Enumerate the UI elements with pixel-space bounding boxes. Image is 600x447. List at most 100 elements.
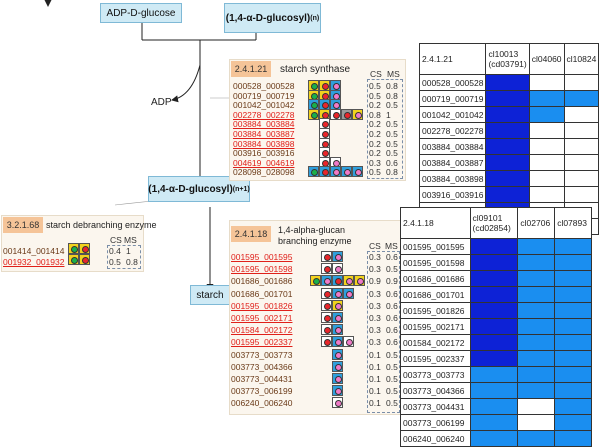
table-domain-cell <box>485 170 530 187</box>
gene-id: 001686_001686 <box>231 276 293 287</box>
gene-id[interactable]: 001595_002171 <box>231 313 293 323</box>
domain-cell <box>332 275 343 287</box>
table-row: 003884_003884 <box>418 138 600 155</box>
gene-id[interactable]: 003884_003887 <box>233 129 295 139</box>
table-row: 003773_003773 <box>400 366 592 383</box>
table-header-domain-3: cl10824 <box>563 43 600 75</box>
table-domain-cell <box>554 318 592 335</box>
adp-label: ADP <box>151 97 172 108</box>
cs-value: 0.3 <box>369 288 381 299</box>
gene-id[interactable]: 002278_002278 <box>233 109 295 120</box>
gene-id[interactable]: 003884_003884 <box>233 119 295 130</box>
domain-grid <box>68 243 106 267</box>
cs-value: 0.3 <box>369 300 381 311</box>
gene-id[interactable]: 001584_002172 <box>231 325 293 336</box>
domain-dot <box>335 388 342 396</box>
gene-id: 003773_004431 <box>231 374 293 384</box>
gene-id[interactable]: 001595_001595 <box>231 252 293 262</box>
domain-dot <box>346 339 353 347</box>
domain-cell <box>352 108 363 120</box>
domain-cell <box>308 166 319 178</box>
cs-header: CS <box>370 69 382 79</box>
domain-cell <box>310 275 321 287</box>
table-domain-cell <box>554 430 592 447</box>
domain-dot <box>335 339 342 347</box>
cs-value: 0.3 <box>369 264 381 275</box>
domain-cell <box>332 385 343 397</box>
ms-value: 0.9 <box>386 276 398 287</box>
domain-cell <box>321 275 332 287</box>
gene-id[interactable]: 001595_001826 <box>231 300 293 311</box>
table-gene-cell: 000528_000528 <box>418 74 487 91</box>
table-domain-cell <box>485 138 530 155</box>
domain-cell <box>343 336 354 348</box>
ms-value: 0.5 <box>386 148 398 159</box>
domain-dot <box>335 400 342 408</box>
domain-dot <box>322 140 329 148</box>
domain-dot <box>335 363 342 371</box>
gene-id: 001414_001414 <box>3 246 65 256</box>
gene-id: 028098_028098 <box>233 167 295 178</box>
gene-id[interactable]: 004619_004619 <box>233 157 295 168</box>
domain-dot <box>71 246 78 253</box>
starch-node: starch <box>190 285 230 305</box>
domain-dot <box>311 111 318 119</box>
domain-cell <box>343 275 354 287</box>
domain-cell <box>332 373 343 384</box>
table-domain-cell <box>563 122 600 139</box>
domain-cell <box>332 324 343 336</box>
table-domain-cell <box>485 74 530 91</box>
table-domain-cell <box>469 238 519 255</box>
gene-id: 000719_000719 <box>233 90 295 101</box>
domain-dot <box>346 290 353 298</box>
gene-id[interactable]: 001595_001598 <box>231 264 293 275</box>
table-row: 001595_001826 <box>400 302 592 319</box>
table-row: 000719_000719 <box>418 90 600 107</box>
domain-dot <box>335 315 342 322</box>
domain-cell <box>332 287 343 299</box>
table-row: 003884_003887 <box>418 154 600 171</box>
table-gene-cell: 003773_003773 <box>400 366 471 383</box>
ms-value: 0.5 <box>386 349 398 360</box>
gene-id[interactable]: 003884_003898 <box>233 138 295 149</box>
domain-cell <box>332 336 343 348</box>
ec-label: 3.2.1.68 <box>6 220 40 230</box>
adp-glucose-node: ADP-D-glucose <box>100 3 182 23</box>
ms-value: 0.8 <box>386 81 398 91</box>
table-header-row: 2.4.1.21 cl10013 (cd03791) cl04060 cl108… <box>418 43 600 75</box>
table-domain-cell <box>485 90 530 107</box>
table-domain-cell <box>517 238 556 255</box>
table-domain-cell <box>517 270 556 287</box>
domain-dot <box>333 83 340 90</box>
ms-value: 0.6 <box>386 313 398 323</box>
table-domain-cell <box>528 122 565 139</box>
domain-cell <box>330 166 341 178</box>
table-gene-cell: 001595_001826 <box>400 302 471 319</box>
cs-value: 0.1 <box>369 361 381 372</box>
table-domain-cell <box>563 170 600 187</box>
domain-dot <box>322 150 329 158</box>
table-domain-cell <box>563 74 600 91</box>
domain-cell <box>341 166 352 178</box>
domain-cell <box>321 263 332 275</box>
domain-cell <box>319 166 330 178</box>
starch-label: starch <box>196 289 224 301</box>
domain-grid <box>308 80 368 178</box>
table-domain-cell <box>469 430 519 447</box>
cs-value: 0.3 <box>369 157 381 168</box>
gene-id[interactable]: 001932_001932 <box>3 257 65 267</box>
glucosyl-n-node: (1,4-α-D-glucosyl) (n) <box>224 3 321 33</box>
table-gene-cell: 001584_002172 <box>400 334 471 351</box>
table-domain-cell <box>517 318 556 335</box>
cs-value: 0.3 <box>369 337 381 348</box>
table-domain-cell <box>469 398 519 415</box>
table-gene-cell: 001042_001042 <box>418 106 487 123</box>
domain-cell <box>321 312 332 323</box>
ms-value: 0.5 <box>386 386 398 397</box>
table-gene-cell: 001595_002171 <box>400 318 471 335</box>
glucosyl-n-subscript: (n) <box>310 14 320 22</box>
table-gene-cell: 003884_003887 <box>418 154 487 171</box>
gene-id[interactable]: 001595_002337 <box>231 337 293 348</box>
domain-dot <box>324 266 331 274</box>
